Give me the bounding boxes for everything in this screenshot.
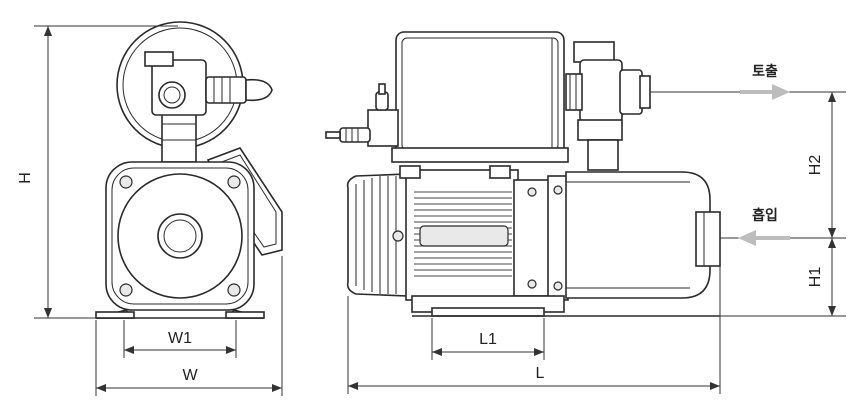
pressure-tank-side <box>395 31 565 157</box>
bolt-icon <box>119 283 133 297</box>
suction-inlet-port <box>695 211 721 267</box>
dim-label-l: L <box>536 365 545 382</box>
motor-nameplate <box>419 225 509 247</box>
front-suction-port <box>157 213 203 259</box>
pump-chamber <box>565 171 711 299</box>
side-view <box>325 31 721 317</box>
side-riser-pipe <box>587 139 619 171</box>
side-dimensions: H2 H1 L1 L <box>347 91 846 394</box>
pump-volute <box>117 173 243 299</box>
ground-screw-icon <box>392 230 404 242</box>
pump-flange <box>547 175 569 301</box>
tank-bracket <box>391 147 569 163</box>
bolt-icon <box>227 175 241 189</box>
suction-arrow-icon <box>738 230 756 246</box>
motor-flange <box>513 179 551 297</box>
front-outlet-port <box>158 81 186 109</box>
dim-label-l1: L1 <box>479 331 497 348</box>
bolt-icon <box>119 175 133 189</box>
dim-label-w1: W1 <box>168 330 192 347</box>
cable-gland-icon <box>339 127 371 143</box>
suction-label: 흡입 <box>752 207 778 224</box>
bolt-icon <box>527 187 537 197</box>
cable-gland-housing <box>367 109 399 147</box>
discharge-label: 토출 <box>752 63 778 80</box>
front-view <box>95 21 283 319</box>
side-check-valve-top <box>573 41 615 63</box>
discharge-outlet-flange <box>619 69 643 115</box>
front-switch-cap <box>245 78 273 102</box>
dim-label-w: W <box>182 367 198 384</box>
front-riser-pipe <box>161 109 197 163</box>
dim-label-h1: H1 <box>807 267 824 288</box>
bolt-icon <box>553 185 563 195</box>
bolt-icon <box>227 283 241 297</box>
front-dimensions: H W1 W <box>17 25 283 396</box>
dim-label-h: H <box>17 172 34 184</box>
dim-label-h2: H2 <box>807 155 824 176</box>
pump-casing-front <box>105 161 255 311</box>
bolt-icon <box>527 279 537 289</box>
discharge-arrow-icon <box>772 84 790 100</box>
bolt-icon <box>553 281 563 291</box>
side-discharge-fitting <box>579 59 623 123</box>
flow-indicators: 토출 흡입 <box>650 63 800 246</box>
front-pressure-switch <box>205 76 247 104</box>
